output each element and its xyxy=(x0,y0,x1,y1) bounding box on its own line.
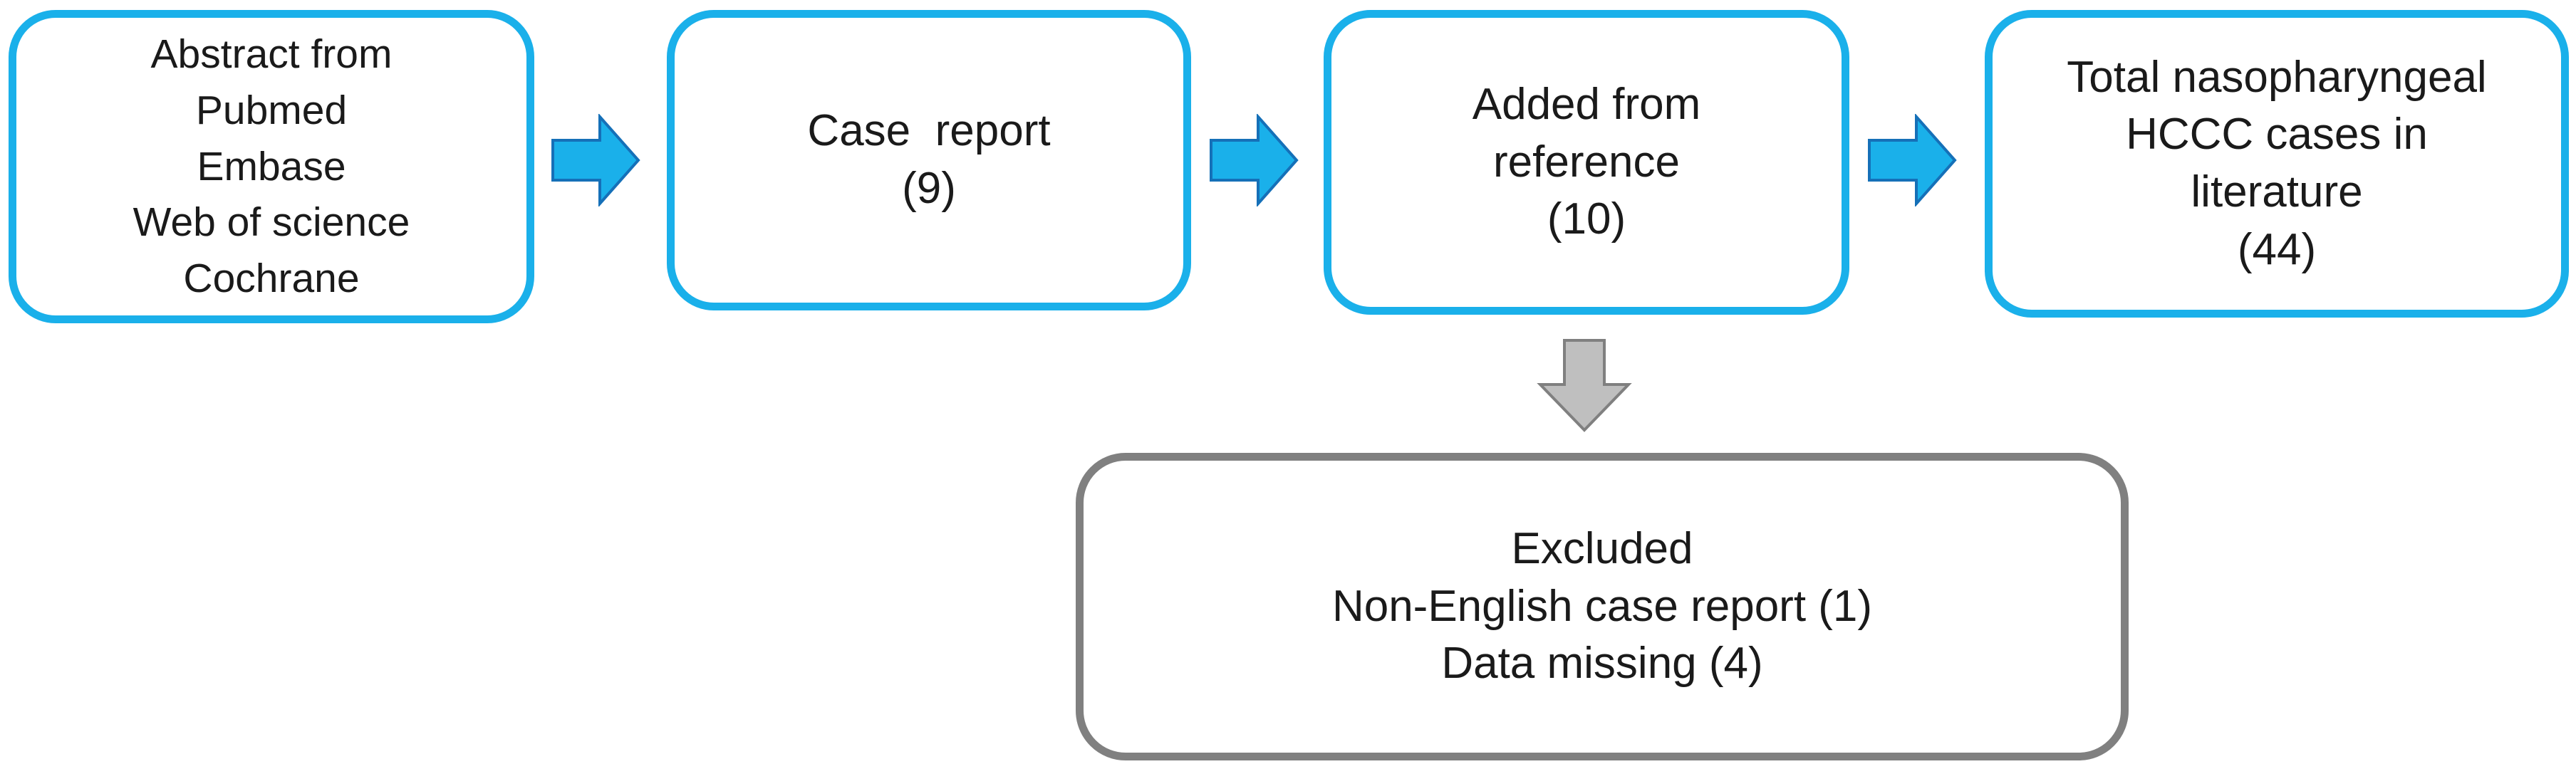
reference-box: Added from reference (10) xyxy=(1324,10,1849,315)
sources-line-1: Abstract from xyxy=(150,31,393,78)
right-arrow-icon xyxy=(1868,114,1957,206)
sources-line-5: Cochrane xyxy=(183,255,360,301)
excluded-heading: Excluded xyxy=(1511,524,1693,574)
case-report-count: (9) xyxy=(902,164,956,213)
total-line-3: literature xyxy=(2191,167,2363,216)
excluded-text: Excluded Non-English case report (1) Dat… xyxy=(1332,520,1872,693)
sources-line-2: Pubmed xyxy=(195,88,348,134)
excluded-box: Excluded Non-English case report (1) Dat… xyxy=(1076,453,2129,760)
right-arrow-icon xyxy=(551,114,640,206)
sources-box: Abstract from Pubmed Embase Web of scien… xyxy=(9,10,534,323)
case-report-text: Case report (9) xyxy=(807,103,1050,217)
excluded-non-english: Non-English case report (1) xyxy=(1331,581,1873,631)
sources-line-4: Web of science xyxy=(133,199,410,246)
case-report-box: Case report (9) xyxy=(667,10,1191,310)
sources-line-3: Embase xyxy=(197,143,346,189)
total-line-2: HCCC cases in xyxy=(2126,110,2428,159)
reference-text: Added from reference (10) xyxy=(1473,76,1701,249)
total-count: (44) xyxy=(2237,224,2317,274)
case-report-label: Case report xyxy=(807,106,1051,156)
down-arrow-icon xyxy=(1537,339,1632,432)
reference-line-2: reference xyxy=(1493,137,1680,187)
total-box: Total nasopharyngeal HCCC cases in liter… xyxy=(1985,10,2569,318)
sources-text: Abstract from Pubmed Embase Web of scien… xyxy=(133,26,410,306)
total-line-1: Total nasopharyngeal xyxy=(2067,52,2487,102)
reference-count: (10) xyxy=(1547,194,1626,244)
total-text: Total nasopharyngeal HCCC cases in liter… xyxy=(2067,49,2486,278)
excluded-data-missing: Data missing (4) xyxy=(1441,639,1763,689)
reference-line-1: Added from xyxy=(1472,80,1701,130)
right-arrow-icon xyxy=(1210,114,1299,206)
